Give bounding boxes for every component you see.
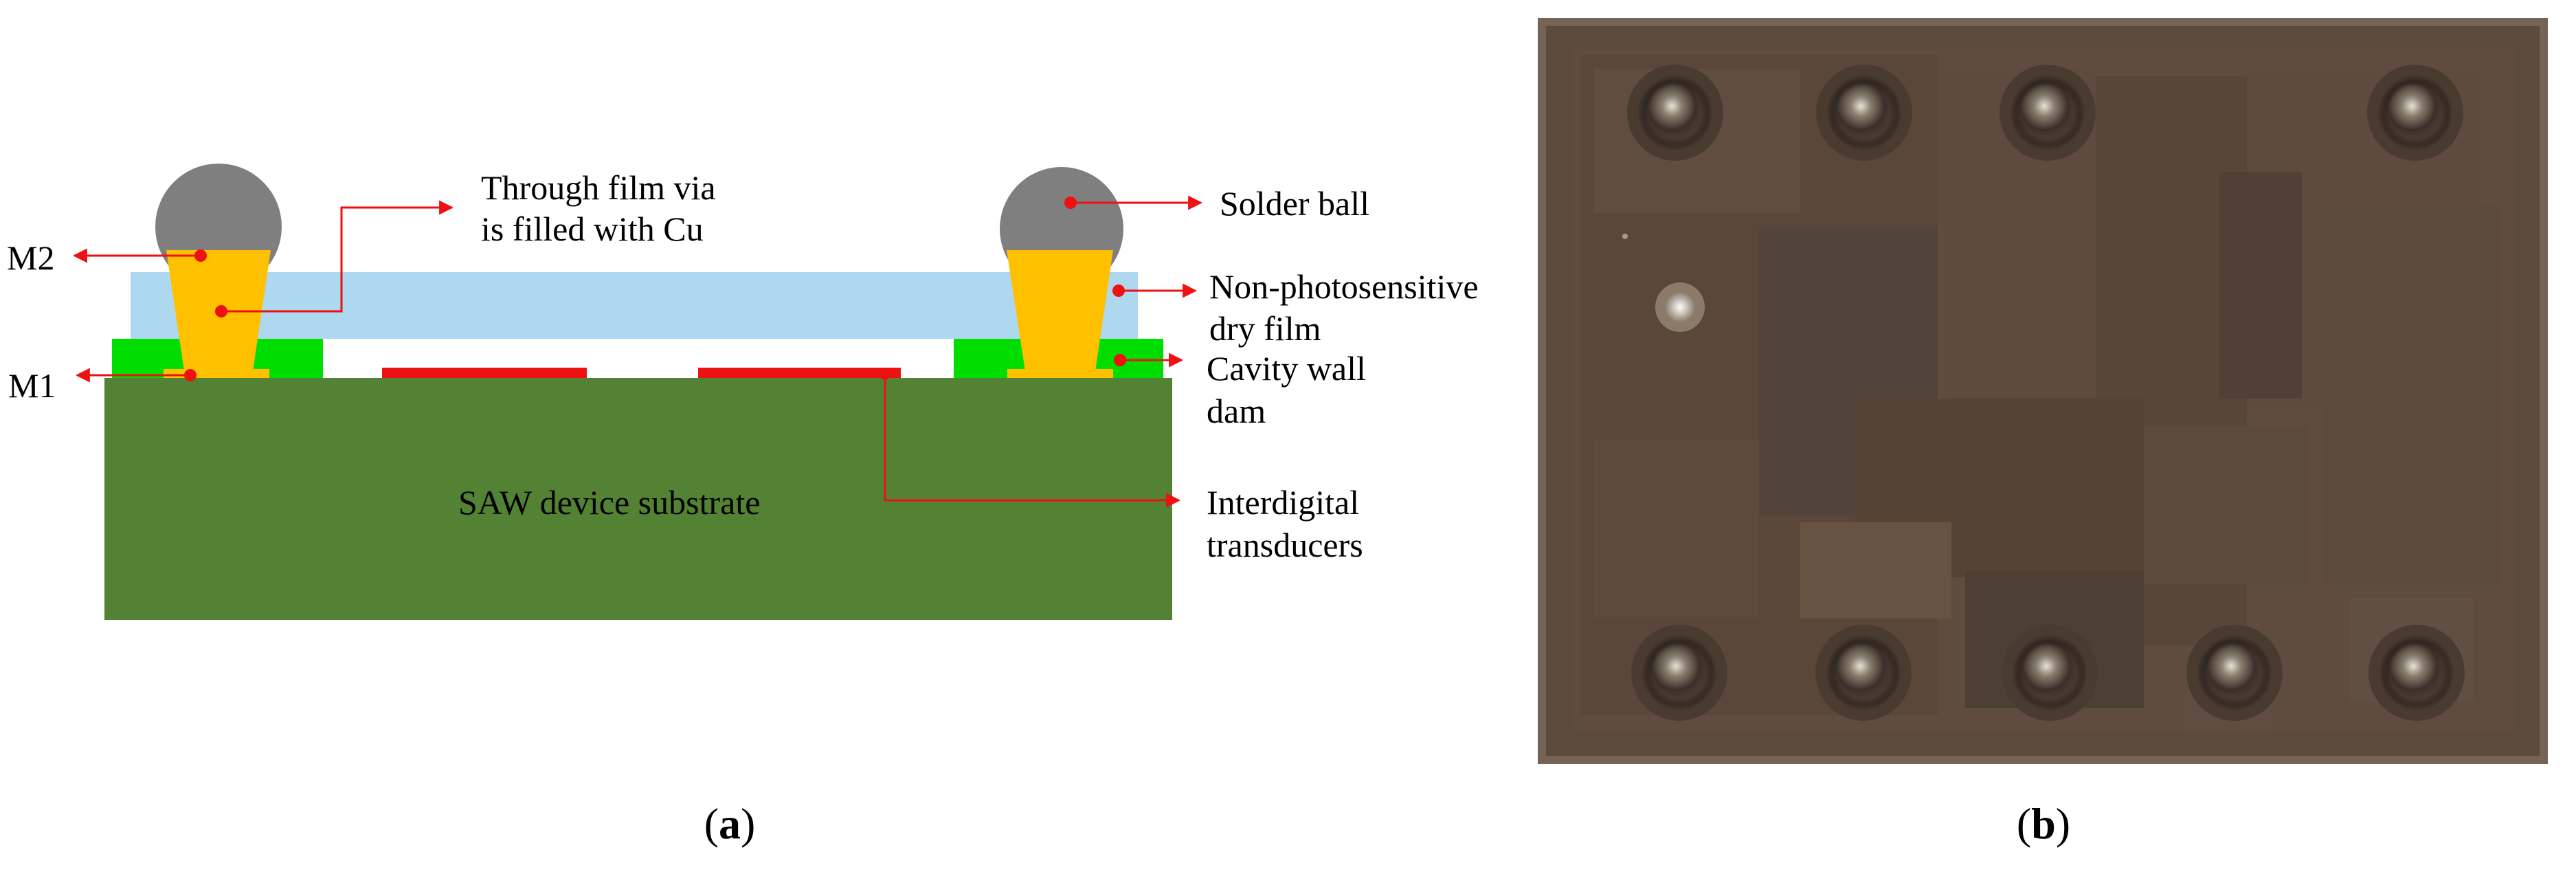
photo-solder-balls [1637,75,2454,711]
label-cavity-wall-1: Cavity wall [1207,349,1366,388]
dry-film [131,272,1138,339]
panel-a-cross-section: Through film via is filled with Cu Solde… [7,164,1479,848]
m1-pad-right [1007,369,1113,378]
label-idt-1: Interdigital [1207,483,1359,522]
label-through-via-1: Through film via [481,168,716,207]
idt-right [698,368,901,378]
idt-left [382,368,587,378]
label-m1: M1 [8,366,56,405]
label-dry-film-1: Non-photosensitive [1209,267,1479,306]
caption-a: (a) [704,799,756,848]
label-through-via-2: is filled with Cu [481,210,704,248]
label-solder-ball: Solder ball [1220,184,1369,223]
label-dry-film-2: dry film [1209,309,1321,348]
label-substrate: SAW device substrate [458,483,760,522]
panel-b-micrograph: (b) [1538,18,2548,848]
via-right [1007,250,1113,371]
leader-dots [184,197,1126,381]
label-m2: M2 [7,238,54,277]
label-idt-2: transducers [1207,526,1363,564]
photo-particle [1622,234,1705,332]
photo-texture [1573,48,2515,732]
leader-lines [72,195,1203,508]
label-cavity-wall-2: dam [1207,392,1266,430]
saw-substrate [104,378,1172,620]
caption-b: (b) [2017,799,2070,848]
